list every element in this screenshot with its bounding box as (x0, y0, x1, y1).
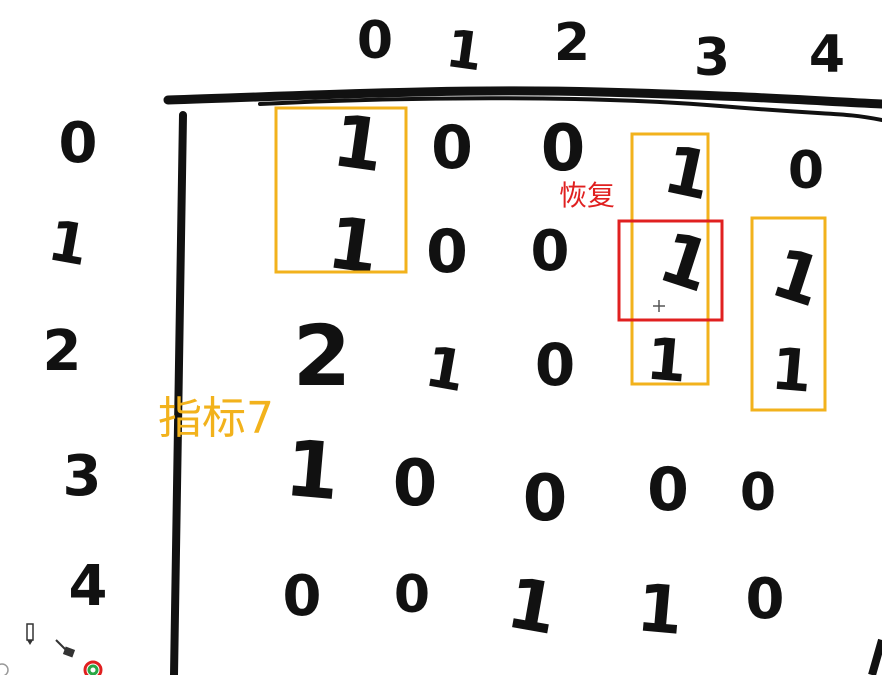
grid-cell-r3-c1: 0 (393, 447, 438, 521)
column-header-2: 2 (554, 13, 590, 73)
grid-cell-r1-c3: 1 (650, 216, 722, 309)
column-header-1: 1 (442, 19, 486, 83)
grid-cell-r3-c2: 0 (523, 462, 568, 536)
column-header-4: 4 (809, 25, 845, 85)
grid-cell-r3-c3: 0 (647, 455, 689, 525)
restore-annotation: 恢复 (559, 179, 616, 212)
cursor-crosshair-icon (653, 300, 665, 312)
top-axis-line-stroke2 (258, 96, 882, 122)
grid-cell-r2-c2: 0 (535, 331, 575, 399)
highlight-box-col3-rows0-2 (630, 132, 710, 386)
grid-cell-r0-c4: 0 (788, 141, 824, 201)
grid-cell-r0-c1: 0 (431, 113, 473, 183)
grid-cell-r3-c0: 1 (281, 424, 343, 518)
pencil-tool-icon[interactable] (22, 622, 38, 646)
metric-annotation: 指标7 (158, 393, 274, 444)
row-header-1: 1 (43, 208, 93, 279)
left-axis-line (170, 111, 187, 675)
grid-cell-r4-c1: 0 (394, 565, 430, 625)
grid-cell-r4-c4: 0 (746, 567, 785, 632)
grid-cell-r1-c0: 1 (323, 200, 384, 290)
top-axis-line (163, 86, 882, 109)
grid-cell-r2-c0: 2 (293, 307, 351, 405)
grid-cell-r2-c4: 1 (769, 334, 815, 405)
row-header-3: 3 (63, 444, 102, 509)
restore-highlight-box (617, 219, 724, 322)
grid-cell-r0-c0: 1 (328, 98, 389, 188)
highlight-box-col0-rows0-1 (274, 106, 408, 274)
grid-cell-r2-c1: 1 (420, 334, 470, 405)
grid-cell-r1-c4: 1 (762, 234, 831, 324)
grid-cell-r4-c3: 1 (634, 569, 686, 650)
grid-cell-r0-c2: 0 (541, 112, 586, 186)
grid-cell-r1-c2: 0 (531, 219, 570, 284)
toolbar-edge-icon (0, 658, 10, 677)
eraser-tool-icon[interactable] (52, 634, 78, 660)
grid-cell-r4-c2: 1 (501, 562, 563, 651)
grid-cell-r1-c1: 0 (426, 217, 468, 287)
row-header-0: 0 (59, 111, 98, 176)
column-header-3: 3 (694, 28, 730, 88)
row-header-2: 2 (43, 319, 82, 384)
row-header-4: 4 (69, 554, 108, 619)
highlight-box-col4-rows1-2 (750, 216, 827, 412)
grid-cell-r4-c0: 0 (283, 564, 322, 629)
grid-cell-r3-c4: 0 (740, 463, 776, 523)
column-header-0: 0 (357, 11, 393, 71)
right-edge-mark (868, 638, 882, 675)
color-wheel-icon[interactable] (82, 658, 106, 679)
